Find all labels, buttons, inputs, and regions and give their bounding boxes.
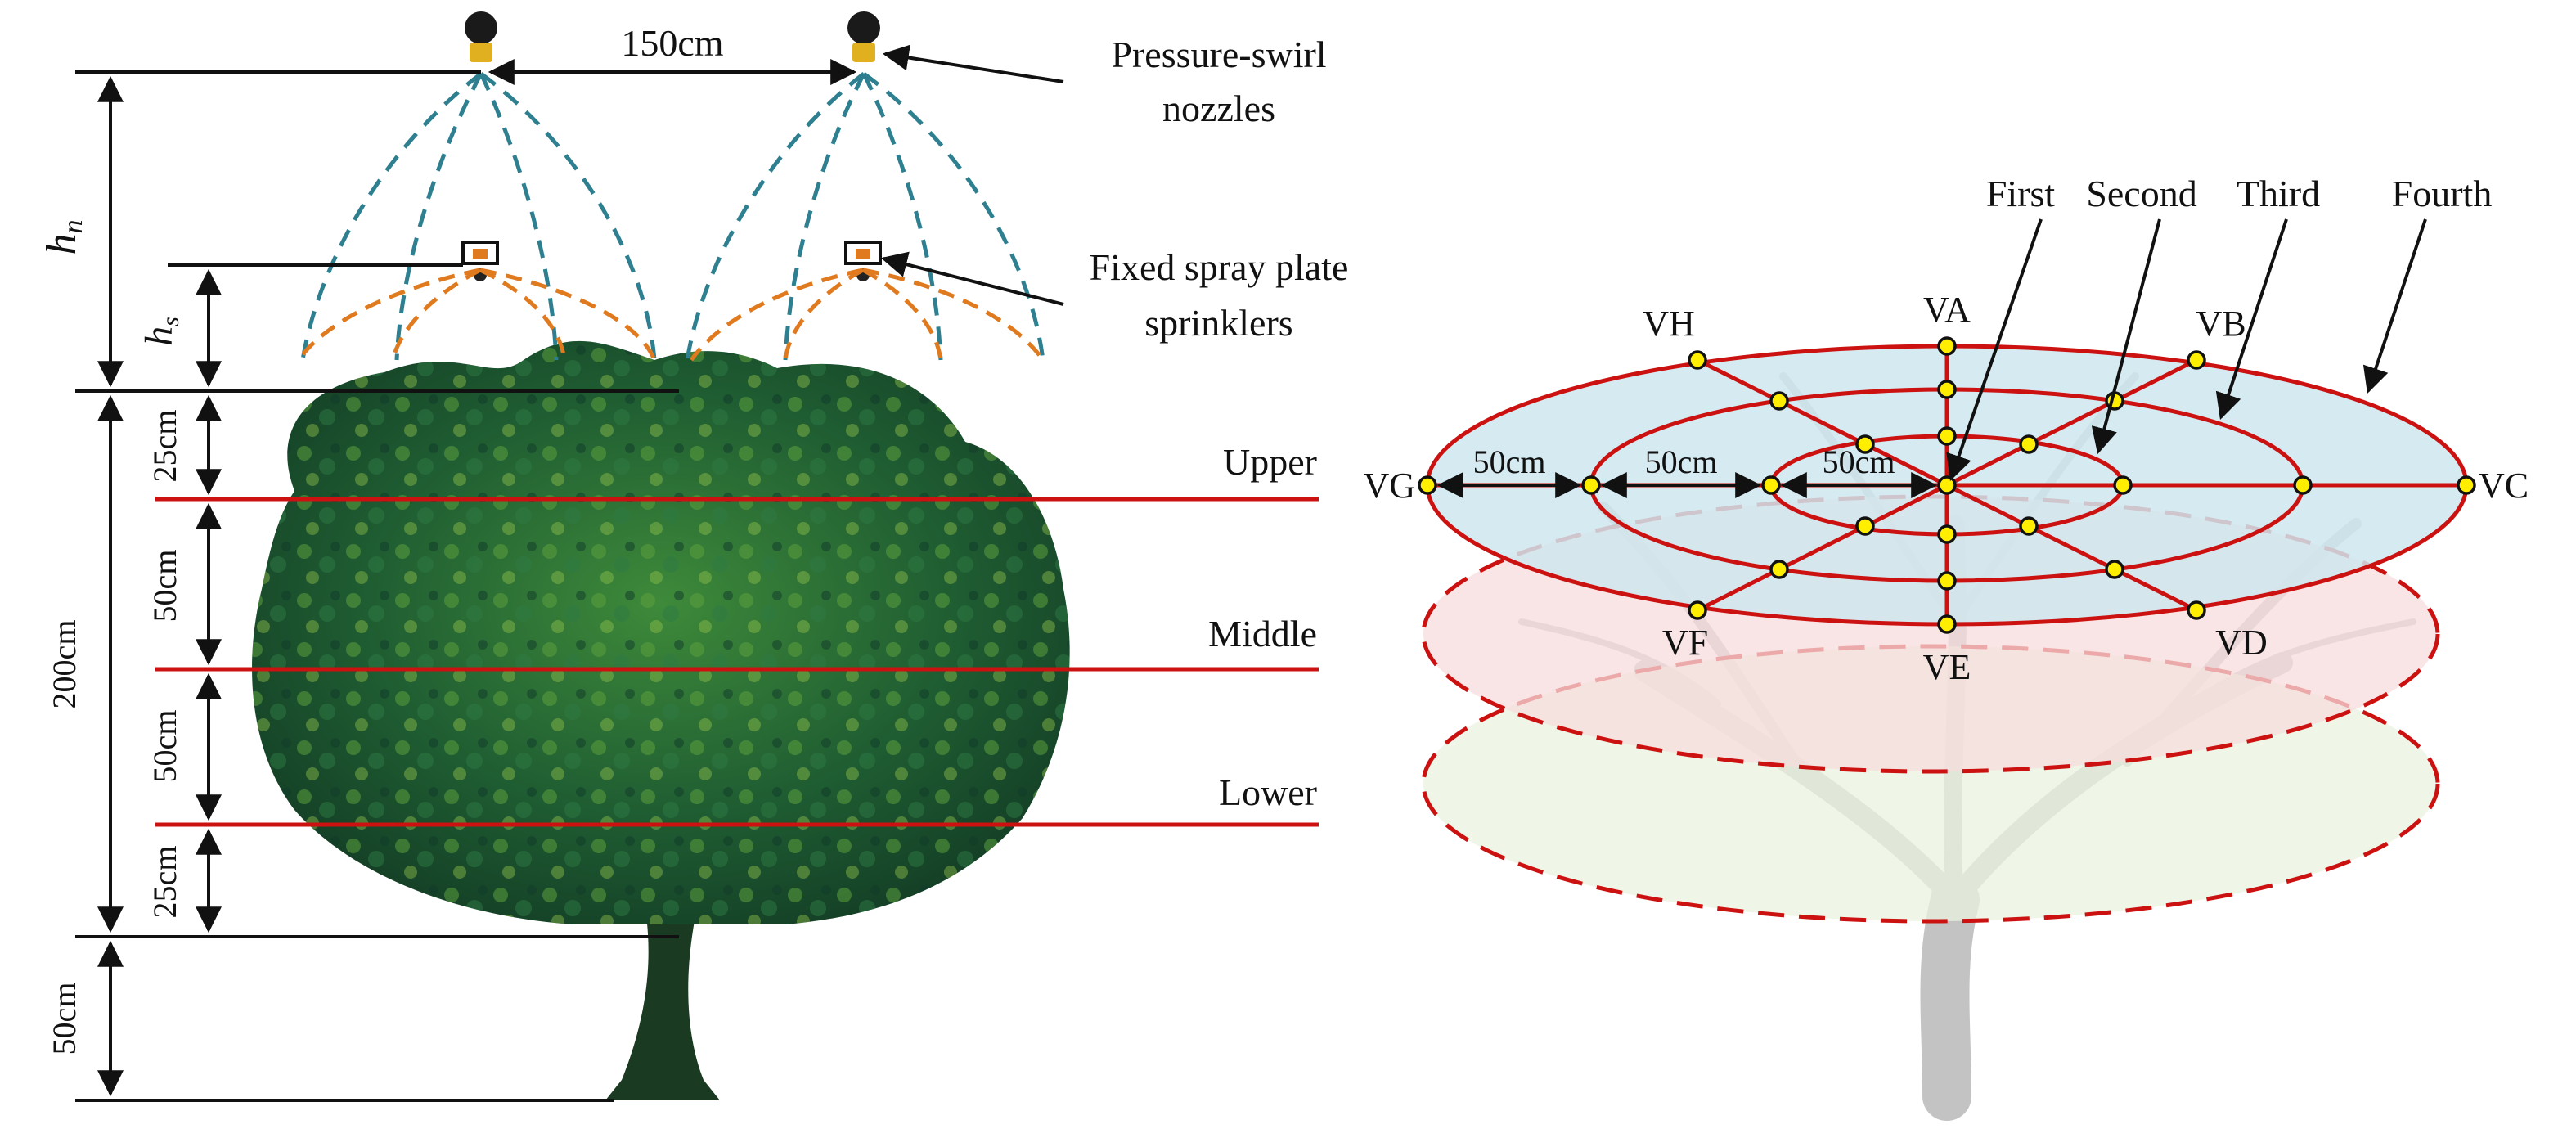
ring-label-first: First <box>1986 173 2056 214</box>
nozzle-spray-pattern <box>300 71 1045 361</box>
layer-label-middle: Middle <box>1208 613 1317 654</box>
ring-spacing-2: 50cm <box>1645 443 1718 480</box>
sprinkler-right <box>844 241 882 281</box>
sprinkler-label-line1: Fixed spray plate <box>1090 246 1349 288</box>
layer-lines <box>155 497 1319 827</box>
nozzle-right <box>847 11 880 62</box>
nozzle-left <box>465 11 497 62</box>
dim-bottom-gap: 25cm <box>146 846 183 919</box>
direction-vh: VH <box>1643 304 1695 344</box>
layer-label-lower: Lower <box>1219 771 1317 813</box>
dim-top-gap: 25cm <box>146 410 183 483</box>
direction-vg: VG <box>1363 466 1415 506</box>
nozzle-spacing-label: 150cm <box>621 22 723 64</box>
direction-vc: VC <box>2479 466 2529 506</box>
direction-vf: VF <box>1662 623 1708 663</box>
nozzle-label-line2: nozzles <box>1162 88 1275 129</box>
direction-va: VA <box>1923 290 1971 330</box>
hs-label: hs <box>137 317 184 346</box>
sprinkler-left <box>461 241 499 281</box>
ring-callout-arrows <box>1946 218 2427 482</box>
sprinkler-spray-pattern <box>296 268 1045 362</box>
ring-label-fourth: Fourth <box>2392 173 2493 214</box>
direction-ve: VE <box>1923 647 1971 687</box>
ring-label-second: Second <box>2086 173 2196 214</box>
dim-trunk: 50cm <box>46 983 83 1055</box>
tree-trunk <box>605 916 720 1100</box>
ring-label-third: Third <box>2237 173 2320 214</box>
dimension-arrows <box>97 75 222 1097</box>
ring-spacing-3: 50cm <box>1823 443 1895 480</box>
dim-middle-lower: 50cm <box>146 710 183 783</box>
direction-vd: VD <box>2215 623 2268 663</box>
dim-canopy-total: 200cm <box>46 620 83 709</box>
hn-label: hn <box>38 220 88 255</box>
right-panel: 50cm 50cm 50cm First Second Third Fourth… <box>1363 173 2529 1121</box>
reference-lines <box>75 70 679 1102</box>
tree-canopy <box>252 340 1070 924</box>
sprinkler-label-line2: sprinklers <box>1144 302 1292 344</box>
layer-label-upper: Upper <box>1223 441 1317 483</box>
left-panel: 150cm Upper Middle Lower hn hs 200cm 25c… <box>38 11 1349 1102</box>
sampling-points <box>1418 336 2476 634</box>
nozzle-callout-arrow <box>882 44 1064 83</box>
sprinkler-callout-arrow <box>880 251 1064 306</box>
dim-upper-middle: 50cm <box>146 550 183 623</box>
nozzle-label-line1: Pressure-swirl <box>1111 34 1326 75</box>
direction-vb: VB <box>2196 304 2246 344</box>
ring-spacing-1: 50cm <box>1473 443 1546 480</box>
